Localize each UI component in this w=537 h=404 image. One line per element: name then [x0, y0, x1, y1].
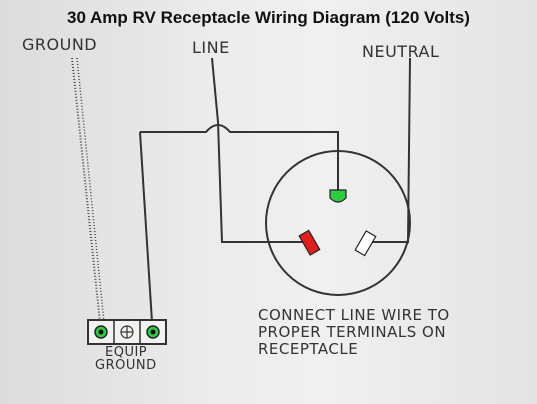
- line-wire: [211, 57, 306, 243]
- line-wire-label: LINE: [192, 38, 230, 57]
- ground-wire-label: GROUND: [22, 35, 98, 54]
- instruction-note: CONNECT LINE WIRE TO PROPER TERMINALS ON…: [258, 307, 450, 358]
- neutral-terminal: [354, 230, 377, 257]
- receptacle-face: [265, 150, 411, 296]
- neutral-wire-label: NEUTRAL: [362, 42, 440, 61]
- ground-terminal: [329, 189, 347, 203]
- equip-ground-label: EQUIP GROUND: [95, 346, 157, 372]
- note-line-3: RECEPTACLE: [258, 340, 359, 358]
- neutral-wire: [372, 57, 411, 243]
- equip-ground-terminal-block: [87, 319, 167, 345]
- note-line-1: CONNECT LINE WIRE TO: [258, 306, 450, 324]
- line-terminal: [298, 229, 321, 256]
- note-line-2: PROPER TERMINALS ON: [258, 323, 447, 341]
- equip-label-line-1: EQUIP: [105, 345, 148, 360]
- diagram-title: 30 Amp RV Receptacle Wiring Diagram (120…: [67, 8, 470, 27]
- ground-wire: [71, 57, 101, 323]
- equip-ground-wire: [139, 131, 153, 323]
- ground-to-receptacle-wire: [140, 124, 339, 192]
- equip-label-line-2: GROUND: [95, 358, 157, 373]
- ground-symbol-icon: [120, 325, 134, 339]
